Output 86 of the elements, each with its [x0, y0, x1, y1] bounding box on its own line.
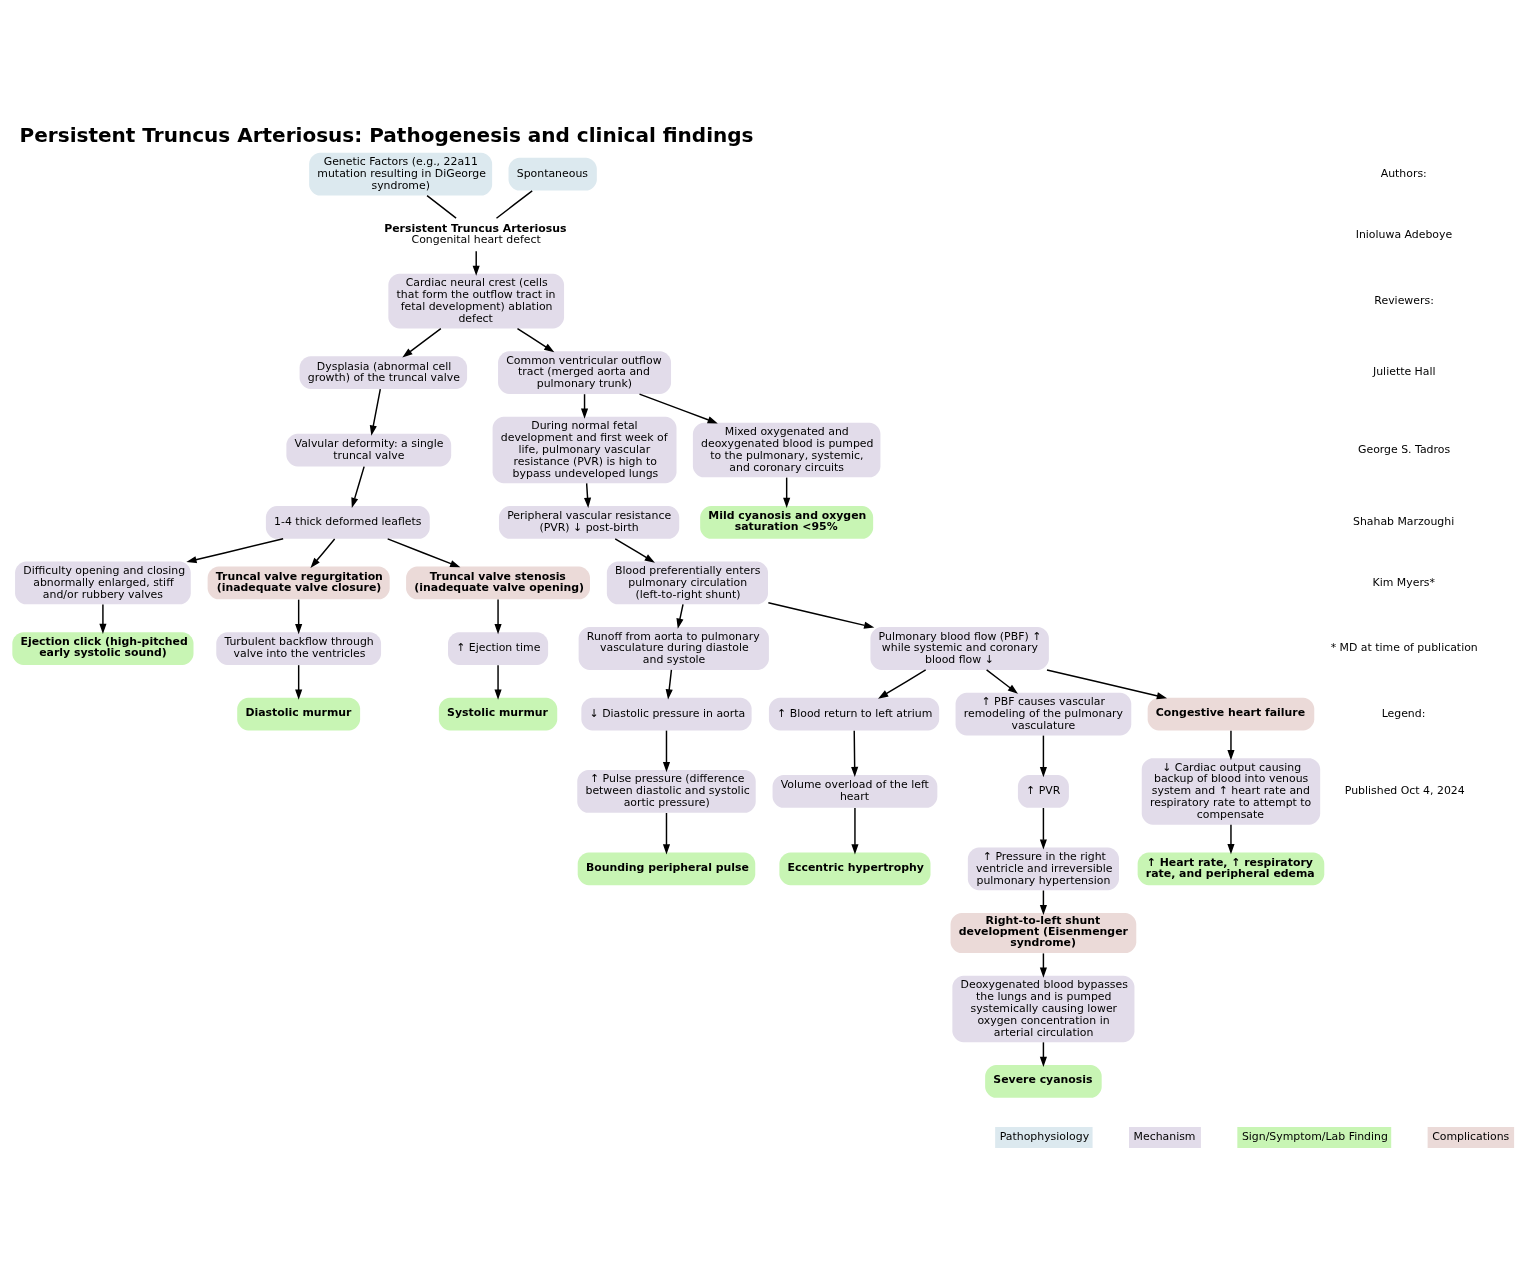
node-box: Spontaneous	[508, 157, 597, 191]
arrow	[783, 476, 791, 509]
arrow	[662, 812, 671, 855]
arrow	[851, 807, 859, 855]
node-box: Eccentric hypertrophy	[779, 852, 931, 886]
node-box: ↑ PBF causes vascular remodeling of the pulmonary vasculature	[955, 692, 1132, 736]
label: * MD at time of publication	[1330, 641, 1478, 655]
node-box: ↑ Pressure in the right ventricle and irreversible pulmonary hypertension	[967, 847, 1119, 891]
connector	[426, 194, 457, 219]
node-box: Blood preferentially enters pulmonary circulation (left-to-right shunt)	[606, 561, 768, 605]
node-box: Ejection click (high-pitched early systolic sound)	[12, 632, 194, 665]
arrow	[614, 538, 655, 563]
node-box: Diastolic murmur	[237, 697, 361, 731]
node-box: Right-to-left shunt development (Eisenmenger syndrome)	[950, 913, 1137, 954]
arrow	[402, 327, 442, 358]
arrow	[369, 388, 382, 436]
arrow	[662, 729, 671, 773]
node-box: Difficulty opening and closing abnormally enlarged, stiff and/or rubbery valves	[15, 561, 191, 605]
label: Juliette Hall	[1372, 365, 1436, 379]
arrow	[295, 664, 303, 700]
label: Legend:	[1381, 706, 1426, 720]
node-box: Truncal valve stenosis (inadequate valve opening)	[406, 566, 590, 600]
node-box: Volume overload of the left heart	[772, 775, 938, 808]
arrow	[878, 669, 927, 699]
node-box: Congestive heart failure	[1147, 697, 1315, 731]
legend-label: Pathophysiology	[999, 1130, 1090, 1144]
node-box: Deoxygenated blood bypasses the lungs and is pumped systemically causing lower oxygen concentration in arterial circulation	[952, 975, 1135, 1043]
arrow	[516, 327, 555, 353]
arrow	[1039, 807, 1047, 850]
node-box: Severe cyanosis	[985, 1065, 1102, 1098]
node-box: Valvular deformity: a single truncal valve	[286, 433, 452, 467]
node-box: ↑ Ejection time	[448, 632, 549, 665]
node-box: ↓ Cardiac output causing backup of blood into venous system and ↑ heart rate and respiratory rate to attempt to compensate	[1141, 758, 1321, 825]
arrow	[985, 669, 1018, 694]
node-box: Cardiac neural crest (cells that form the outflow tract in fetal development) ablation defect	[388, 273, 565, 329]
label: Inioluwa Adeboye	[1355, 227, 1453, 241]
arrow	[186, 538, 284, 564]
arrow	[665, 669, 673, 700]
legend-label: Complications	[1432, 1130, 1510, 1144]
node-box: Systolic murmur	[438, 697, 558, 731]
arrow	[472, 250, 480, 276]
label: Shahab Marzoughi	[1352, 515, 1455, 529]
node-box: ↑ Heart rate, ↑ respiratory rate, and peripheral edema	[1137, 852, 1325, 886]
node-text: Persistent Truncus Arteriosus Congenital heart defect	[384, 221, 567, 246]
arrow	[767, 602, 875, 629]
node-box: Common ventricular outflow tract (merged aorta and pulmonary trunk)	[498, 351, 672, 395]
node-box: Peripheral vascular resistance (PVR) ↓ post-birth	[498, 506, 680, 539]
node-box: Genetic Factors (e.g., 22a11 mutation resulting in DiGeorge syndrome)	[309, 152, 493, 196]
node-box: ↑ Pulse pressure (difference between diastolic and systolic aortic pressure)	[577, 770, 756, 813]
label: Authors:	[1380, 166, 1427, 180]
node-box: ↓ Diastolic pressure in aorta	[581, 697, 752, 731]
arrow	[638, 393, 718, 424]
legend-label: Mechanism	[1133, 1130, 1196, 1144]
node-box: ↑ PVR	[1017, 775, 1069, 808]
label: Reviewers:	[1374, 294, 1434, 307]
arrow	[584, 482, 592, 509]
node-box: Dysplasia (abnormal cell growth) of the truncal valve	[299, 356, 468, 390]
node-box: Mild cyanosis and oxygen saturation <95%	[700, 506, 874, 539]
arrow	[1046, 669, 1167, 700]
diagram-title: Persistent Truncus Arteriosus: Pathogenesis and clinical findings	[19, 123, 754, 148]
arrow	[1039, 734, 1047, 778]
arrow	[386, 538, 461, 568]
arrow	[1227, 824, 1235, 855]
arrow	[1227, 729, 1235, 761]
arrow	[494, 598, 502, 635]
arrow	[310, 538, 336, 568]
arrow	[494, 664, 502, 700]
arrow	[99, 603, 107, 634]
node-box: Truncal valve regurgitation (inadequate valve closure)	[207, 566, 390, 600]
legend-label: Sign/Symptom/Lab Finding	[1241, 1130, 1388, 1144]
node-box: ↑ Blood return to left atrium	[768, 697, 940, 731]
arrow	[851, 729, 859, 778]
node-box: Mixed oxygenated and deoxygenated blood is pumped to the pulmonary, systemic, and coronary circuits	[692, 422, 881, 478]
node-box: During normal fetal development and first week of life, pulmonary vascular resistance (PVR) is high to bypass undeveloped lungs	[492, 416, 677, 484]
arrow	[676, 603, 684, 629]
arrow	[351, 465, 365, 508]
node-box: Pulmonary blood flow (PBF) ↑ while systemic and coronary blood flow ↓	[870, 627, 1049, 670]
node-box: Turbulent backflow through valve into the ventricles	[216, 632, 382, 665]
node-box: Bounding peripheral pulse	[577, 852, 756, 886]
arrow	[295, 598, 303, 635]
node-box: Runoff from aorta to pulmonary vasculature during diastole and systole	[578, 627, 769, 670]
label: Published Oct 4, 2024	[1344, 784, 1465, 798]
node-box: 1-4 thick deformed leaflets	[265, 506, 430, 539]
label: George S. Tadros	[1357, 442, 1451, 456]
connector	[495, 190, 533, 219]
label: Kim Myers*	[1372, 575, 1436, 589]
